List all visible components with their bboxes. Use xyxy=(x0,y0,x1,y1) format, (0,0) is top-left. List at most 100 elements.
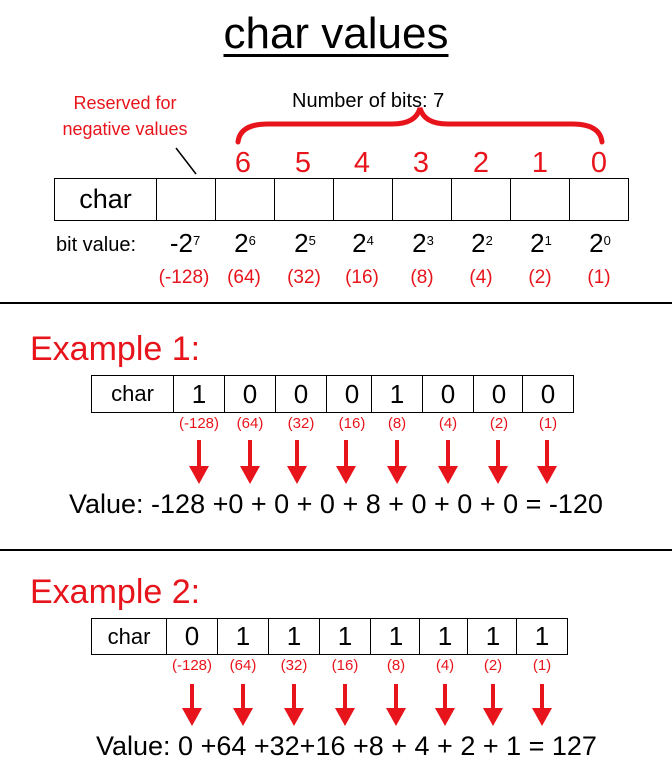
bit-cell: 1 xyxy=(370,618,422,655)
bit-index: 3 xyxy=(412,147,430,179)
bit-weight-base: 2 xyxy=(234,228,249,258)
down-arrow-icon xyxy=(335,684,355,726)
bit-cell: 1 xyxy=(516,618,568,655)
bit-cell: 0 xyxy=(166,618,218,655)
bit-weight: 26 xyxy=(215,229,275,257)
down-arrow-icon xyxy=(488,440,508,484)
bit-weight: 22 xyxy=(452,229,512,257)
example-1-arrows xyxy=(189,440,557,484)
bit-cell: 1 xyxy=(268,618,320,655)
bit-index: 5 xyxy=(294,147,312,179)
bits-brace-icon xyxy=(235,107,605,145)
bit-weight-base: -2 xyxy=(169,228,193,258)
place-value: (-128) xyxy=(158,267,210,288)
down-arrow-icon xyxy=(483,684,503,726)
down-arrow-icon xyxy=(284,684,304,726)
bit-cell xyxy=(392,178,452,221)
bit-weight-exp: 3 xyxy=(426,233,434,248)
place-value: (16) xyxy=(338,415,366,432)
down-arrow-icon xyxy=(435,684,455,726)
place-value: (8) xyxy=(410,267,434,288)
type-cell: char xyxy=(54,178,157,221)
reserved-pointer-line xyxy=(175,147,197,175)
bit-weight-base: 2 xyxy=(412,228,427,258)
down-arrow-icon xyxy=(387,440,407,484)
bit-weight-exp: 1 xyxy=(544,233,552,248)
place-value: (8) xyxy=(387,415,407,432)
down-arrow-icon xyxy=(189,440,209,484)
bit-weight: 20 xyxy=(570,229,630,257)
bit-weight-exp: 6 xyxy=(248,233,256,248)
page-title-text: char values xyxy=(223,9,449,58)
bit-cell xyxy=(569,178,629,221)
bit-cell: 0 xyxy=(422,375,474,413)
down-arrow-icon xyxy=(532,684,552,726)
place-value: (8) xyxy=(386,657,406,674)
bit-cell xyxy=(510,178,570,221)
bit-cell xyxy=(156,178,216,221)
bit-index: 2 xyxy=(472,147,490,179)
bit-cell: 1 xyxy=(217,618,269,655)
place-value: (4) xyxy=(438,415,458,432)
place-value: (32) xyxy=(287,267,321,288)
down-arrow-icon xyxy=(537,440,557,484)
example-2-title: Example 2: xyxy=(30,573,201,611)
bit-weight: 25 xyxy=(275,229,335,257)
place-value: (16) xyxy=(331,657,359,674)
place-value: (2) xyxy=(483,657,503,674)
place-value: (2) xyxy=(528,267,552,288)
down-arrow-icon xyxy=(386,684,406,726)
bit-cell xyxy=(333,178,393,221)
down-arrow-icon xyxy=(287,440,307,484)
example-1-value: Value: -128 +0 + 0 + 0 + 8 + 0 + 0 + 0 =… xyxy=(69,489,603,519)
place-value: (1) xyxy=(587,267,611,288)
place-value: (16) xyxy=(345,267,379,288)
bit-cell: 1 xyxy=(173,375,225,413)
section-divider xyxy=(0,549,672,551)
down-arrow-icon xyxy=(336,440,356,484)
bit-cell: 0 xyxy=(522,375,574,413)
type-cell: char xyxy=(91,375,174,413)
place-value: (2) xyxy=(489,415,509,432)
bit-cell: 1 xyxy=(467,618,519,655)
bit-index: 0 xyxy=(590,147,608,179)
bit-weight: 23 xyxy=(393,229,453,257)
example-2-value: Value: 0 +64 +32+16 +8 + 4 + 2 + 1 = 127 xyxy=(96,731,597,761)
place-value: (64) xyxy=(236,415,264,432)
bit-weight-exp: 0 xyxy=(603,233,611,248)
bit-cell: 1 xyxy=(419,618,471,655)
example-2-arrows xyxy=(182,684,552,726)
bit-weight: 24 xyxy=(333,229,393,257)
down-arrow-icon xyxy=(438,440,458,484)
bit-cell: 0 xyxy=(224,375,276,413)
bit-weight-exp: 4 xyxy=(366,233,374,248)
bit-cell: 1 xyxy=(319,618,371,655)
bit-weight-base: 2 xyxy=(471,228,486,258)
bit-cell: 0 xyxy=(473,375,525,413)
bit-index: 1 xyxy=(531,147,549,179)
type-cell: char xyxy=(91,618,167,655)
bit-weight-exp: 7 xyxy=(192,233,201,248)
section-divider xyxy=(0,302,672,304)
place-value: (-128) xyxy=(178,415,219,432)
reserved-label-line1: Reserved for xyxy=(73,93,177,113)
bit-weight-base: 2 xyxy=(294,228,309,258)
place-value: (4) xyxy=(435,657,455,674)
down-arrow-icon xyxy=(182,684,202,726)
bit-cell: 1 xyxy=(371,375,423,413)
bit-weight-exp: 5 xyxy=(308,233,316,248)
page-title: char values xyxy=(0,6,672,62)
bit-cell xyxy=(451,178,511,221)
place-value: (32) xyxy=(280,657,308,674)
bit-weight-base: 2 xyxy=(352,228,367,258)
example-1-title: Example 1: xyxy=(30,330,201,368)
place-value: (-128) xyxy=(171,657,212,674)
bit-weight: 21 xyxy=(511,229,571,257)
place-value: (64) xyxy=(227,267,261,288)
bit-weight-base: 2 xyxy=(530,228,545,258)
bit-weight-base: 2 xyxy=(589,228,604,258)
bit-weight-exp: 2 xyxy=(485,233,493,248)
bit-cell: 0 xyxy=(275,375,327,413)
bit-index: 6 xyxy=(234,147,252,179)
place-value: (1) xyxy=(538,415,558,432)
